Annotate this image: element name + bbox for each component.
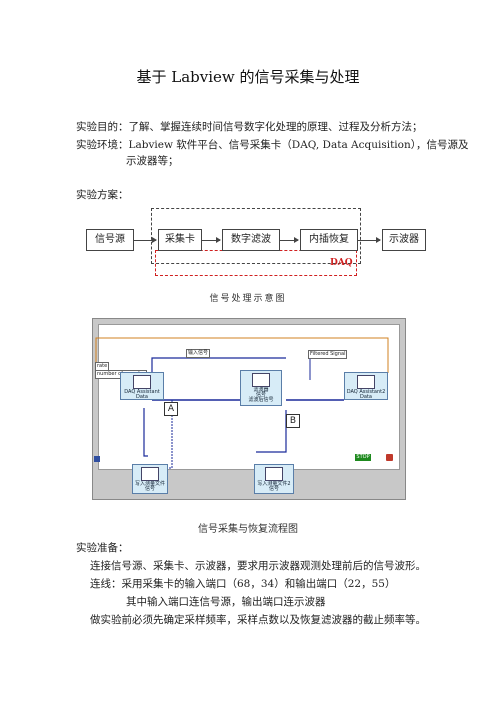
daq-assistant-input: DAQ Assistant Data	[120, 372, 164, 400]
write-file-icon	[265, 467, 283, 481]
filter-icon	[252, 373, 270, 387]
iteration-terminal-icon	[94, 456, 100, 462]
purpose-line: 实验目的：了解、掌握连续时间信号数字化处理的原理、过程及分析方法；	[76, 121, 423, 133]
prep-heading: 实验准备：	[76, 542, 129, 554]
page-title: 基于 Labview 的信号采集与处理	[136, 68, 360, 86]
environment-line-1: 实验环境：Labview 软件平台、信号采集卡（DAQ, Data Acquis…	[76, 139, 469, 151]
arrow-4	[358, 237, 381, 243]
point-a-label: A	[164, 402, 178, 416]
prep-line-3: 其中输入端口连信号源，输出端口连示波器	[126, 596, 326, 608]
filter-express-vi: 滤波器 信号 滤波后信号	[240, 370, 282, 406]
write-file-vi-2: 写入测量文件2 信号	[254, 464, 294, 494]
stop-terminal: STOP	[355, 454, 371, 461]
prep-line-2: 连线：采用采集卡的输入端口（68，34）和输出端口（22，55）	[90, 578, 396, 590]
daq-output-icon	[357, 375, 375, 389]
block-signal-source: 信号源	[86, 229, 134, 251]
block-oscilloscope: 示波器	[382, 229, 426, 251]
arrow-1	[134, 237, 157, 243]
prep-line-4: 做实验前必须先确定采样频率，采样点数以及恢复滤波器的截止频率等。	[90, 614, 426, 626]
arrow-3	[280, 237, 299, 243]
prep-line-1: 连接信号源、采集卡、示波器，要求用示波器观测处理前后的信号波形。	[90, 560, 426, 572]
block-interpolation: 内插恢复	[300, 229, 358, 251]
daq-assistant-output: DAQ Assistant2 Data	[344, 372, 388, 400]
input-signal-indicator: 输入信号	[186, 349, 211, 358]
write-file-vi-1: 写入测量文件 信号	[132, 464, 168, 494]
write-file-icon	[141, 467, 159, 481]
plan-heading: 实验方案：	[76, 189, 129, 201]
daq-icon	[133, 375, 151, 389]
loop-condition-icon	[386, 454, 393, 461]
processing-region-border	[151, 208, 361, 264]
block-daq-card: 采集卡	[158, 229, 202, 251]
filtered-signal-indicator: Filtered Signal	[308, 350, 348, 359]
flow-caption: 信号采集与恢复流程图	[198, 524, 298, 535]
environment-line-2: 示波器等；	[126, 155, 179, 167]
block-digital-filter: 数字滤波	[222, 229, 280, 251]
daq-label: DAQ	[330, 258, 353, 268]
point-b-label: B	[286, 414, 300, 428]
arrow-2	[202, 237, 221, 243]
daq-region-border	[155, 250, 357, 276]
diagram-caption: 信号处理示意图	[209, 294, 287, 304]
